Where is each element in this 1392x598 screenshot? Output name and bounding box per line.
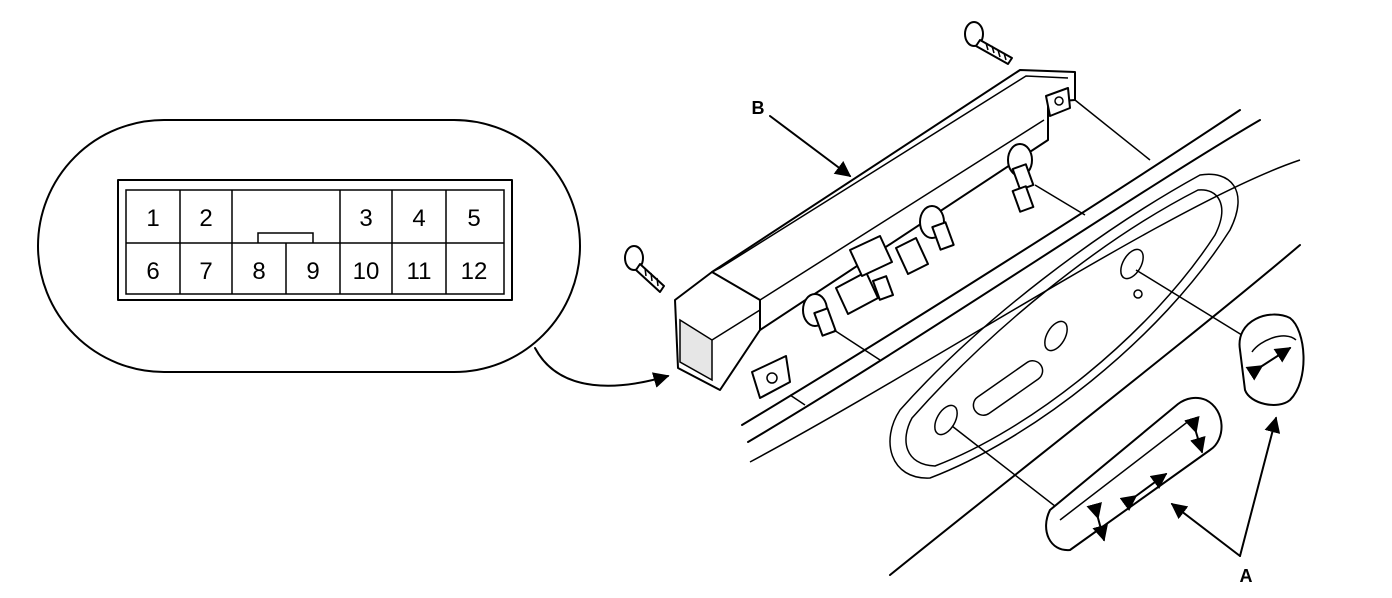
alignment-lines [789,99,1251,511]
slot-long [972,360,1044,416]
pin-5: 5 [467,205,480,232]
screw-icon-lower [624,245,665,293]
knob-long [1045,396,1223,552]
connector-face [117,179,513,301]
inset-leader-arrow [534,347,670,388]
pin-4: 4 [412,205,425,232]
svg-text:B: B [752,98,765,118]
switch-post-2 [835,235,894,315]
double-arrow-icon [1245,347,1292,381]
double-arrow-icon [1086,415,1206,542]
svg-text:A: A [1240,566,1253,586]
screw-icon-upper [964,21,1013,65]
pin-3: 3 [359,205,372,232]
callout-b: B [752,98,852,177]
switch-assembly [674,69,1076,399]
pin-10: 10 [353,258,380,285]
pin-12: 12 [461,258,488,285]
slot-left [934,404,958,436]
switch-post-4 [1007,143,1035,213]
slot-oval [1044,320,1068,352]
slot-right [1120,248,1144,280]
pin-2: 2 [199,205,212,232]
connector-inset: 1 2 3 4 5 6 7 8 9 10 11 12 [37,119,581,373]
pin-1: 1 [146,205,159,232]
inset-oval [37,119,581,373]
knob-round [1238,313,1305,406]
mount-tab-right [1045,87,1071,117]
mount-tab-left [751,355,791,399]
pin-6: 6 [146,258,159,285]
callout-a: A [1170,416,1281,586]
switch-post-1 [802,293,837,337]
pin-9: 9 [306,258,319,285]
pin-8: 8 [252,258,265,285]
switch-post-3 [895,205,955,275]
side-trim-panel [741,109,1301,576]
pin-7: 7 [199,258,212,285]
pin-11: 11 [407,258,432,285]
locking-tab [257,232,314,243]
